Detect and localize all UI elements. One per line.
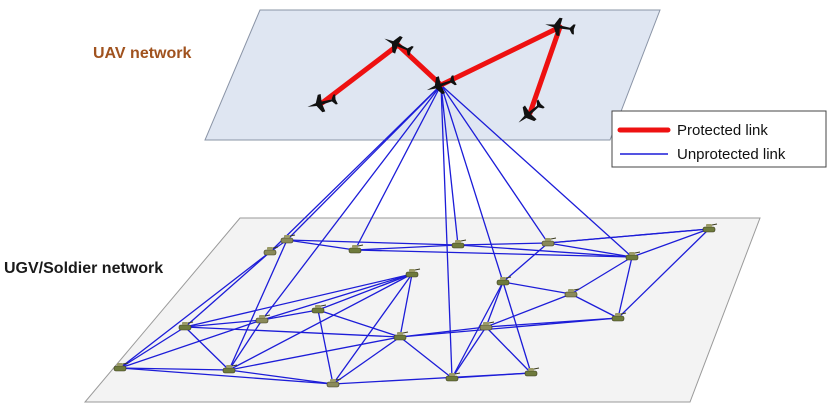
tank-soldier-icon [178,321,194,331]
legend-box [611,110,827,168]
tank-soldier-icon [326,378,342,388]
unprotected-link [502,242,549,283]
tank-soldier-icon [524,367,540,377]
ground-nodes [113,223,718,388]
aircraft-icon [518,99,545,123]
unprotected-link [399,336,453,379]
unprotected-link [399,273,413,338]
protected-link [319,42,401,106]
unprotected-link [286,239,356,251]
unprotected-link [184,319,263,328]
unprotected-link [440,84,549,244]
unprotected-link [184,326,401,338]
protected-links [319,24,563,116]
unprotected-link [631,228,710,258]
unprotected-link [119,367,230,371]
unprotected-link [261,309,319,321]
unprotected-link [119,319,263,369]
tank-soldier-icon [702,223,718,233]
unprotected-link [228,336,401,371]
tank-soldier-icon [280,234,296,244]
unprotected-link [502,281,572,295]
unprotected-link [317,309,334,385]
uav-nodes [307,17,576,123]
tank-soldier-icon [222,364,238,374]
unprotected-link [184,326,230,371]
unprotected-link [547,242,633,258]
unprotected-link [617,228,710,319]
tank-soldier-icon [405,268,421,278]
tank-soldier-icon [625,251,641,261]
unprotected-link [286,239,459,246]
legend: Protected link Unprotected link [611,110,827,168]
unprotected-link [485,317,619,328]
unprotected-link [317,309,401,338]
protected-link [438,24,563,88]
unprotected-link [399,317,619,338]
unprotected-link [440,84,633,258]
unprotected-link [617,256,633,319]
unprotected-link [261,273,413,321]
unprotected-link [119,251,271,369]
unprotected-link [228,319,263,371]
unprotected-link [440,84,453,379]
unprotected-link [485,293,572,328]
tank-soldier-icon [113,362,129,372]
unprotected-link [119,367,334,385]
unprotected-link [570,293,619,319]
aircraft-icon [545,17,576,37]
unprotected-link [457,244,633,258]
unprotected-link [502,281,532,374]
unprotected-link [354,244,459,251]
legend-protected-label: Protected link [677,122,768,139]
unprotected-link [451,281,504,379]
tank-soldier-icon [393,331,409,341]
tank-soldier-icon [348,244,364,254]
tank-soldier-icon [311,304,327,314]
unprotected-link [228,369,334,385]
ugv-network-label: UGV/Soldier network [4,260,163,277]
tank-soldier-icon [479,321,495,331]
tank-soldier-icon [611,312,627,322]
unprotected-link [354,84,442,251]
unprotected-link [332,336,401,385]
unprotected-link [485,326,532,374]
unprotected-link [332,273,413,385]
unprotected-link [184,251,271,328]
unprotected-link [451,326,487,379]
tank-soldier-icon [445,372,461,382]
unprotected-link [547,228,710,244]
protected-link [395,42,444,88]
legend-unprotected-label: Unprotected link [677,146,786,163]
tank-soldier-icon [496,276,512,286]
unprotected-link [184,273,413,328]
unprotected-link [485,281,504,328]
aircraft-icon [384,35,414,56]
tank-soldier-icon [263,246,279,256]
unprotected-link [570,256,633,295]
protected-link [527,24,563,116]
unprotected-link [451,372,532,379]
unprotected-link [228,239,288,371]
uav-network-label: UAV network [93,45,191,62]
unprotected-link [440,84,504,283]
unprotected-link [261,84,442,321]
tank-soldier-icon [255,314,271,324]
tank-soldier-icon [541,237,557,247]
ugv-plane [83,217,761,403]
aircraft-icon [426,75,457,95]
unprotected-link [119,326,186,369]
tank-soldier-icon [564,288,580,298]
tank-soldier-icon [451,239,467,249]
unprotected-links [119,84,710,385]
unprotected-link [354,249,633,258]
unprotected-link [440,84,459,246]
unprotected-link [269,84,442,253]
unprotected-link [457,242,549,246]
unprotected-link [317,273,413,311]
aircraft-icon [307,94,338,113]
